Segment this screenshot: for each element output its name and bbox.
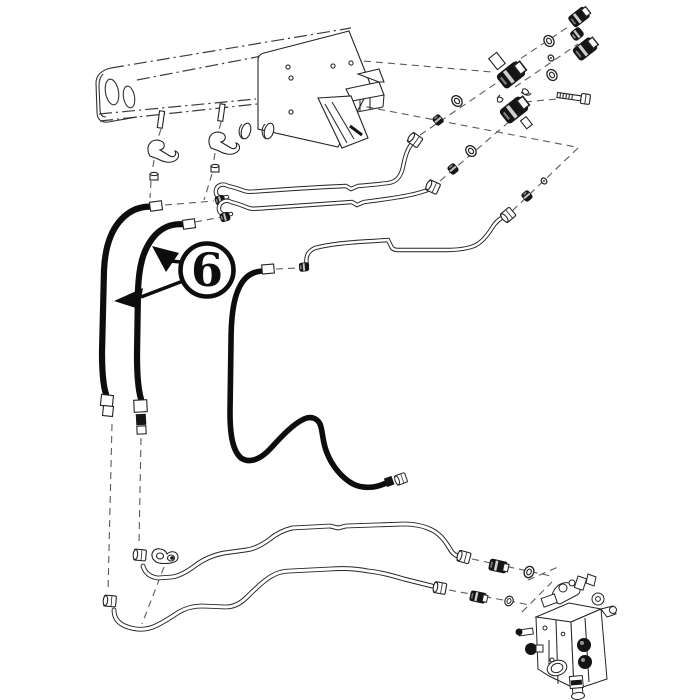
hose-end-fitting bbox=[101, 404, 115, 418]
clamp-nut-1 bbox=[149, 171, 159, 181]
boom-gusset bbox=[317, 95, 369, 149]
callout-circle bbox=[178, 241, 236, 299]
plug-fitting bbox=[568, 26, 586, 42]
clamp-nut-2 bbox=[210, 163, 220, 173]
loader-arm-boom bbox=[95, 27, 385, 149]
control-valve bbox=[515, 573, 617, 700]
quick-coupler-block bbox=[487, 51, 534, 130]
hose-guide-loops bbox=[238, 122, 275, 140]
steel-tube-lower-front bbox=[132, 521, 472, 581]
boom-hole-right bbox=[122, 85, 136, 109]
hose-end-fitting bbox=[261, 263, 275, 275]
callout-number: 6 bbox=[191, 243, 223, 297]
steel-tube-upper-front bbox=[213, 131, 424, 206]
upper-chain-parts bbox=[431, 92, 479, 176]
steel-tube-upper-rear bbox=[216, 178, 442, 223]
boom-hole-left bbox=[104, 78, 120, 106]
hose-clamp-2 bbox=[208, 131, 241, 155]
hose-ferrule bbox=[133, 399, 148, 413]
quick-coupler bbox=[487, 557, 511, 575]
hose-collar bbox=[135, 413, 147, 426]
hydraulic-hose-right bbox=[133, 218, 197, 435]
leader-lines bbox=[107, 24, 579, 625]
callout-6: 6 bbox=[114, 241, 236, 309]
valve-knob bbox=[525, 643, 537, 655]
o-ring bbox=[463, 142, 479, 160]
hose-end-fitting bbox=[136, 425, 147, 435]
hydraulic-hose-middle bbox=[227, 263, 409, 491]
valve-port bbox=[577, 638, 591, 652]
hose-clamp-1 bbox=[147, 139, 180, 163]
hose-collar bbox=[383, 475, 395, 488]
callout-arrow-lower bbox=[114, 288, 143, 309]
hydraulic-fitting bbox=[566, 4, 593, 29]
tube-clamp-bracket bbox=[151, 548, 179, 565]
clamp-bolt-1 bbox=[156, 110, 166, 129]
o-ring bbox=[502, 594, 516, 608]
hose-end-fitting bbox=[393, 472, 409, 487]
steel-tube-middle bbox=[298, 206, 517, 272]
tube-nut bbox=[431, 113, 445, 127]
mounting-bolt bbox=[556, 91, 591, 105]
o-ring-small bbox=[546, 53, 556, 63]
valve-knob bbox=[515, 628, 523, 636]
hose-end-fitting bbox=[148, 200, 164, 212]
valve-port bbox=[578, 655, 592, 669]
fitting-chain-top-right bbox=[541, 4, 601, 105]
quick-coupler bbox=[468, 589, 489, 605]
hose-ferrule bbox=[99, 393, 115, 408]
tube-nut bbox=[446, 162, 460, 176]
hose-end-fitting bbox=[181, 218, 197, 230]
clamp-bolt-2 bbox=[217, 103, 226, 122]
steel-tube-lower-rear bbox=[102, 566, 448, 632]
callout-arrow-upper bbox=[152, 246, 179, 272]
hydraulic-hose-left bbox=[98, 200, 164, 418]
o-ring bbox=[544, 66, 560, 84]
